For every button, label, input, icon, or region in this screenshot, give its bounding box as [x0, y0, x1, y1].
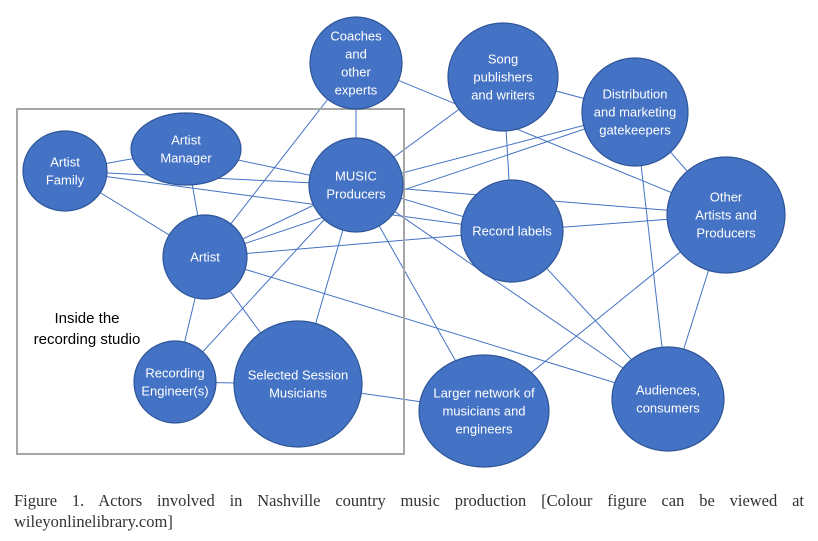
- node-record-labels-label-line: Record labels: [472, 224, 552, 239]
- node-distribution: Distribution and marketing gatekeepers: [581, 57, 689, 167]
- node-song-publishers-label-line: Song: [488, 52, 518, 67]
- node-record-labels-label: Record labels: [472, 224, 552, 239]
- node-distribution-label-line: and marketing: [594, 105, 676, 120]
- node-artist: Artist: [162, 214, 248, 300]
- node-music-producers-label-line: MUSIC: [335, 169, 377, 184]
- node-record-labels: Record labels: [460, 179, 564, 283]
- node-other-artists-circle: [666, 156, 786, 274]
- recording-studio-label-line: recording studio: [34, 331, 141, 348]
- edge-artist-family-to-record-labels: [64, 170, 513, 232]
- node-coaches-label-line: and: [345, 47, 367, 62]
- node-coaches-label-line: experts: [335, 83, 378, 98]
- node-coaches-circle: [309, 16, 403, 110]
- node-artist-family-label-line: Artist: [50, 155, 80, 170]
- recording-studio-box: [16, 108, 405, 455]
- node-session-musicians-label-line: Musicians: [269, 386, 327, 401]
- node-artist-family-label-line: Family: [46, 173, 85, 188]
- node-audiences-circle: [611, 346, 725, 452]
- node-audiences-label-line: consumers: [636, 401, 700, 416]
- node-session-musicians-label-line: Selected Session: [248, 368, 348, 383]
- node-larger-network-label-line: musicians and: [442, 404, 525, 419]
- node-song-publishers-label-line: and writers: [471, 88, 535, 103]
- node-artist-label-line: Artist: [190, 250, 220, 265]
- node-artist-circle: [162, 214, 248, 300]
- node-distribution-label: Distribution and marketing gatekeepers: [594, 87, 676, 138]
- node-song-publishers-label: Song publishers and writers: [471, 52, 535, 103]
- node-session-musicians-circle: [233, 320, 363, 448]
- node-artist-manager-circle: [130, 112, 242, 186]
- node-larger-network-label: Larger network of musicians and engineers: [433, 386, 535, 437]
- node-distribution-circle: [581, 57, 689, 167]
- node-larger-network-circle: [418, 354, 550, 468]
- node-coaches: Coaches and other experts: [309, 16, 403, 110]
- edge-artist-to-audiences: [204, 256, 669, 400]
- edge-music-producers-to-audiences: [355, 184, 669, 400]
- node-recording-engineers-label-line: Engineer(s): [141, 384, 208, 399]
- node-larger-network: Larger network of musicians and engineers: [418, 354, 550, 468]
- node-artist-label: Artist: [190, 250, 220, 265]
- node-coaches-label-line: Coaches: [330, 29, 382, 44]
- node-other-artists-label-line: Artists and: [695, 208, 756, 223]
- node-audiences-label-line: Audiences,: [636, 383, 700, 398]
- node-larger-network-label-line: Larger network of: [433, 386, 535, 401]
- node-recording-engineers-circle: [133, 340, 217, 424]
- node-coaches-label: Coaches and other experts: [330, 29, 382, 98]
- node-coaches-label-line: other: [341, 65, 371, 80]
- node-distribution-label-line: gatekeepers: [599, 123, 671, 138]
- node-music-producers-circle: [308, 137, 404, 233]
- edge-distribution-to-artist: [204, 111, 636, 258]
- node-music-producers: MUSIC Producers: [308, 137, 404, 233]
- recording-studio-label: Inside the recording studio: [34, 310, 141, 348]
- node-other-artists-label-line: Other: [710, 190, 743, 205]
- node-song-publishers-circle: [447, 22, 559, 132]
- recording-studio-label-line: Inside the: [54, 310, 119, 327]
- node-song-publishers-label-line: publishers: [473, 70, 533, 85]
- node-artist-family-circle: [22, 130, 108, 212]
- figure-caption: Figure 1. Actors involved in Nashville c…: [14, 491, 804, 531]
- node-record-labels-circle: [460, 179, 564, 283]
- node-audiences-label: Audiences, consumers: [636, 383, 700, 416]
- node-audiences: Audiences, consumers: [611, 346, 725, 452]
- node-artist-manager-label-line: Manager: [160, 151, 212, 166]
- actors-network-diagram: Coaches and other experts Song publishers and …: [16, 16, 786, 468]
- node-distribution-label-line: Distribution: [602, 87, 667, 102]
- node-music-producers-label: MUSIC Producers: [326, 169, 386, 202]
- node-song-publishers: Song publishers and writers: [447, 22, 559, 132]
- edge-coaches-to-other-artists: [355, 62, 727, 216]
- nodes-layer: Coaches and other experts Song publishers and …: [22, 16, 786, 468]
- node-recording-engineers-label-line: Recording: [145, 366, 204, 381]
- node-artist-manager-label-line: Artist: [171, 133, 201, 148]
- node-other-artists-label-line: Producers: [696, 226, 756, 241]
- node-larger-network-label-line: engineers: [455, 422, 513, 437]
- node-music-producers-label-line: Producers: [326, 187, 386, 202]
